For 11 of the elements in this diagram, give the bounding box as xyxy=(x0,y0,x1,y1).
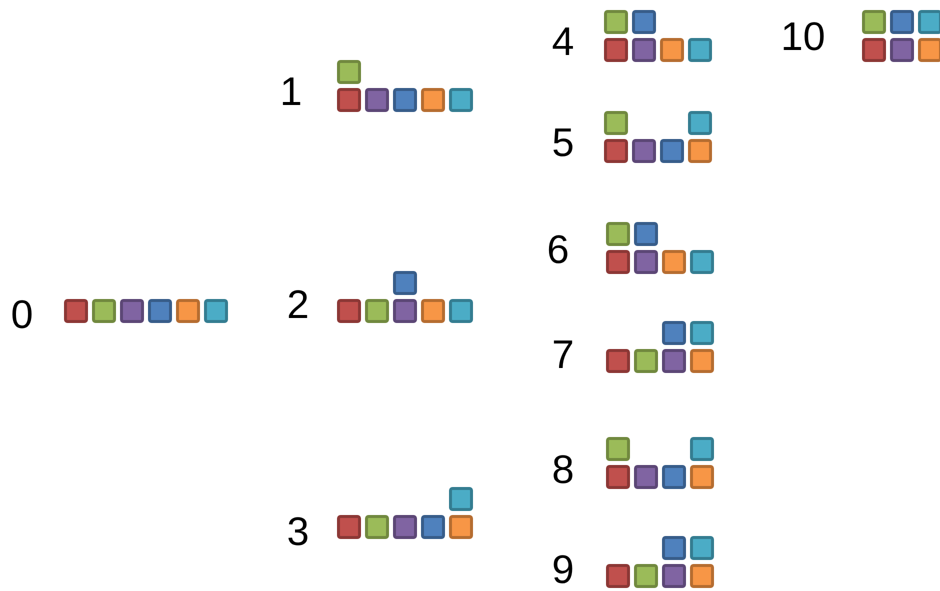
number-label: 3 xyxy=(286,512,310,552)
number-label: 9 xyxy=(552,550,574,590)
number-label: 0 xyxy=(10,295,34,335)
number-label: 8 xyxy=(552,450,574,490)
number-label: 10 xyxy=(780,17,826,57)
number-label: 7 xyxy=(552,335,574,375)
number-label: 4 xyxy=(552,22,574,62)
number-label: 2 xyxy=(286,285,310,325)
number-label: 5 xyxy=(552,123,574,163)
number-label: 6 xyxy=(546,230,570,270)
number-label: 1 xyxy=(280,72,302,112)
